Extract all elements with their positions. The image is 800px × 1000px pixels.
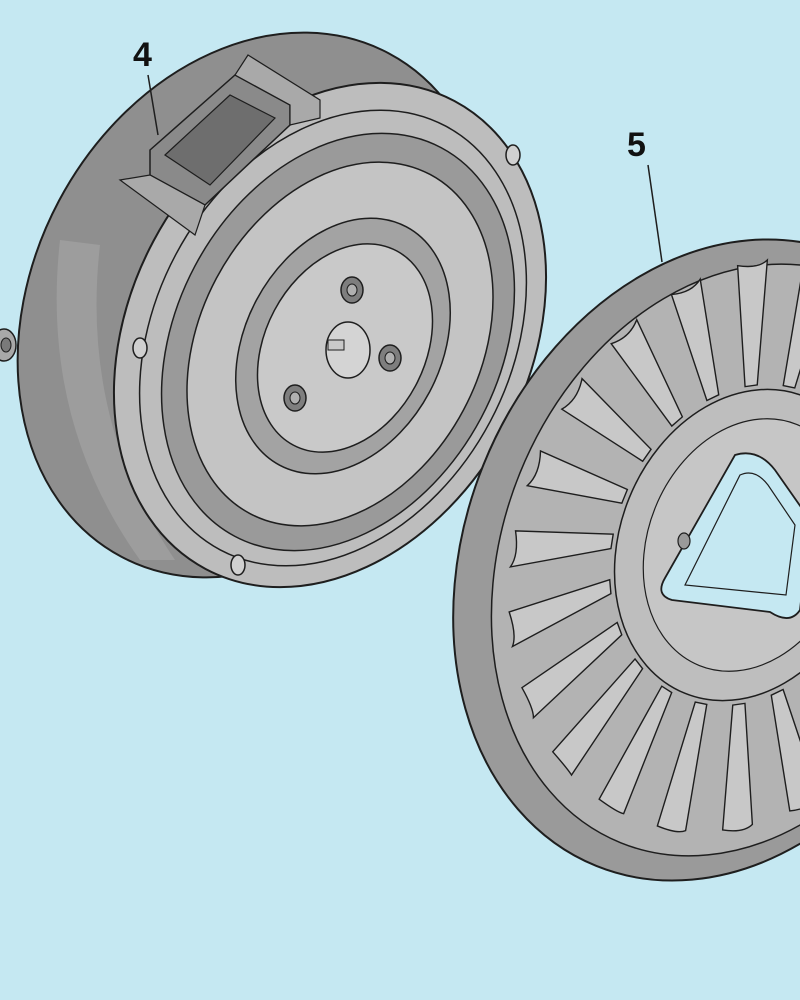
- triangular-hub-opening: [660, 452, 800, 619]
- fan-fin: [525, 449, 629, 505]
- fan-fin: [508, 578, 612, 648]
- fan-fin: [721, 702, 754, 832]
- fan-fin: [770, 688, 800, 812]
- locating-pin: [677, 532, 691, 550]
- callout-label-4: 4: [133, 36, 152, 74]
- magnet-notch: [118, 54, 321, 236]
- nut-fragment: [0, 328, 17, 362]
- fan-fin: [551, 657, 644, 777]
- callout-label-5: 5: [627, 126, 646, 164]
- fan-fin: [670, 277, 720, 402]
- fan-fin: [782, 281, 800, 389]
- fan-fin: [508, 530, 615, 568]
- fan-fins: [508, 258, 800, 833]
- fan-fin: [656, 701, 708, 833]
- rim-mounting-holes: [132, 144, 521, 576]
- fan-fin: [736, 258, 769, 388]
- fan-fin: [598, 685, 673, 815]
- part-4-flywheel-housing: [16, 31, 548, 589]
- fan-fin: [610, 317, 684, 428]
- fan-fin: [521, 621, 623, 720]
- part-5-cooling-fan: [452, 238, 800, 882]
- hub-bolt-holes: [283, 276, 402, 412]
- fan-fin: [560, 377, 652, 463]
- leader-line-4: [147, 74, 159, 136]
- leader-line-5: [647, 164, 663, 263]
